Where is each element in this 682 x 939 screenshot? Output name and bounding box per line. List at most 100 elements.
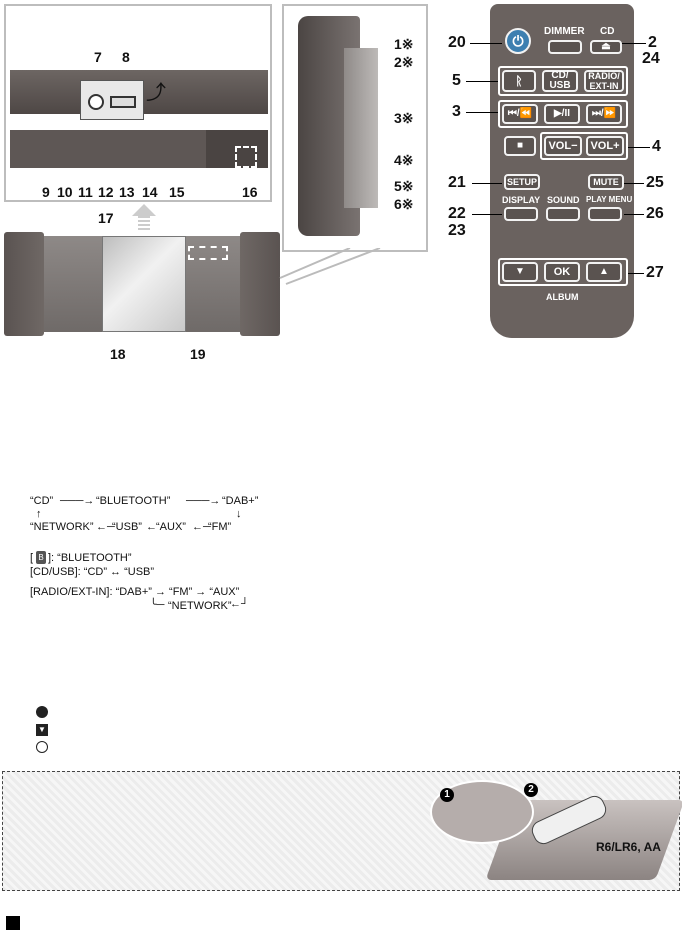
callout-3: 3※ xyxy=(394,110,414,126)
leader-21 xyxy=(472,183,502,184)
leader-26 xyxy=(624,214,644,215)
radio-return-left: ╰─ xyxy=(150,599,165,611)
leader-22 xyxy=(472,214,502,215)
section-marker xyxy=(6,916,20,930)
flow-arrow-3: ←─ xyxy=(96,521,115,533)
callout-2r: 2 xyxy=(648,34,657,51)
vol-plus-button[interactable]: VOL+ xyxy=(586,136,624,156)
album-up-button[interactable]: ▲ xyxy=(586,262,622,282)
battery-type-label: R6/LR6, AA xyxy=(596,840,661,854)
unit-top-view: ⤴ 7 8 9 10 11 12 13 14 15 16 xyxy=(4,4,272,202)
setup-button[interactable]: SETUP xyxy=(504,174,540,190)
vol-minus-button[interactable]: VOL− xyxy=(544,136,582,156)
step1-badge: 1 xyxy=(440,788,454,802)
callout-25: 25 xyxy=(646,174,664,191)
callout-20: 20 xyxy=(448,34,466,51)
open-arrow-icon: ⤴ xyxy=(146,82,166,104)
speaker-left xyxy=(4,232,44,336)
play-pause-button[interactable]: ▶/II xyxy=(544,104,580,124)
leader-27 xyxy=(628,273,644,274)
callout-12: 12 xyxy=(98,184,114,200)
callout-22: 22 xyxy=(448,205,466,222)
leader-25 xyxy=(624,183,644,184)
callout-2: 2※ xyxy=(394,54,414,70)
callout-4: 4※ xyxy=(394,152,414,168)
album-group xyxy=(498,258,628,286)
radio-return-right: ←┘ xyxy=(230,598,249,610)
callout-27: 27 xyxy=(646,264,664,281)
clock-icon xyxy=(36,741,48,753)
flow-up-arrow: ↑ xyxy=(36,508,42,520)
callout-24: 24 xyxy=(642,50,660,67)
callout-8: 8 xyxy=(122,49,130,65)
callout-4r: 4 xyxy=(652,138,661,155)
flow-arrow-1: ───→ xyxy=(60,495,95,507)
radio-line: [RADIO/EXT-IN]: “DAB+” → “FM” → “AUX” xyxy=(30,586,240,598)
callout-6: 6※ xyxy=(394,196,414,212)
play-menu-label: PLAY MENU xyxy=(586,195,633,204)
volume-group xyxy=(540,132,628,160)
leader-4r xyxy=(628,147,650,148)
album-down-button[interactable]: ▼ xyxy=(502,262,538,282)
eject-button[interactable]: ⏏ xyxy=(590,40,622,54)
callout-23: 23 xyxy=(448,222,466,239)
remote-control xyxy=(490,4,634,338)
sound-button[interactable] xyxy=(546,207,580,221)
flow-bluetooth: “BLUETOOTH” xyxy=(96,495,171,507)
callout-7: 7 xyxy=(94,49,102,65)
cdusb-line: [CD/USB]: “CD” ↔ “USB” xyxy=(30,566,155,578)
callout-11: 11 xyxy=(78,184,93,200)
callout-3r: 3 xyxy=(452,103,461,120)
next-button[interactable]: ⏭/⏩ xyxy=(586,104,622,124)
mute-button[interactable]: MUTE xyxy=(588,174,624,190)
cd-lid xyxy=(102,236,186,332)
unit-display-right xyxy=(206,130,268,168)
usb-port xyxy=(110,96,136,108)
aux-jack xyxy=(88,94,104,110)
album-label: ALBUM xyxy=(546,292,579,302)
leader-2r xyxy=(622,43,646,44)
side-panel-view: 1※ 2※ 3※ 4※ 5※ 6※ xyxy=(282,4,428,252)
circle-symbol-icon xyxy=(36,706,48,718)
flow-network: “NETWORK” xyxy=(30,521,94,533)
flow-fm: “FM” xyxy=(208,521,232,533)
callout-17: 17 xyxy=(98,210,114,226)
stop-button[interactable]: ■ xyxy=(504,136,536,156)
display-button[interactable] xyxy=(504,207,538,221)
bluetooth-icon: B xyxy=(36,551,46,564)
callout-15: 15 xyxy=(169,184,185,200)
play-menu-button[interactable] xyxy=(588,207,622,221)
flow-arrow-2: ───→ xyxy=(186,495,221,507)
callout-13: 13 xyxy=(119,184,135,200)
callout-5: 5※ xyxy=(394,178,414,194)
zoom-lines xyxy=(279,248,381,285)
radio-line2: “NETWORK” xyxy=(168,600,232,612)
down-square-icon: ▼ xyxy=(36,724,48,736)
indicator-row xyxy=(36,151,196,165)
callout-5r: 5 xyxy=(452,72,461,89)
cd-label: CD xyxy=(600,26,615,37)
radio-ext-in-button[interactable]: RADIO/ EXT-IN xyxy=(584,70,624,92)
cd-usb-button[interactable]: CD/ USB xyxy=(542,70,578,92)
bluetooth-button[interactable]: ᚱ xyxy=(502,70,536,92)
callout-14: 14 xyxy=(142,184,158,200)
unit-front xyxy=(4,232,280,340)
flow-arrow-5: ←─ xyxy=(192,521,211,533)
flow-dab: “DAB+” xyxy=(222,495,259,507)
bt-line: ]: “BLUETOOTH” xyxy=(48,552,132,564)
callout-10: 10 xyxy=(57,184,73,200)
ok-button[interactable]: OK xyxy=(544,262,580,282)
sensor-box xyxy=(235,146,257,168)
power-button[interactable]: ⏻ xyxy=(505,28,531,54)
prev-button[interactable]: ⏮/⏪ xyxy=(502,104,538,124)
speaker-right xyxy=(240,232,280,336)
leader-20 xyxy=(470,43,502,44)
flow-cd: “CD” xyxy=(30,495,54,507)
dimmer-button[interactable] xyxy=(548,40,582,54)
playback-group xyxy=(498,100,628,128)
callout-21: 21 xyxy=(448,174,466,191)
leader-5r xyxy=(466,81,498,82)
callout-16: 16 xyxy=(242,184,258,200)
dimmer-label: DIMMER xyxy=(544,26,585,37)
leader-3r xyxy=(466,112,498,113)
